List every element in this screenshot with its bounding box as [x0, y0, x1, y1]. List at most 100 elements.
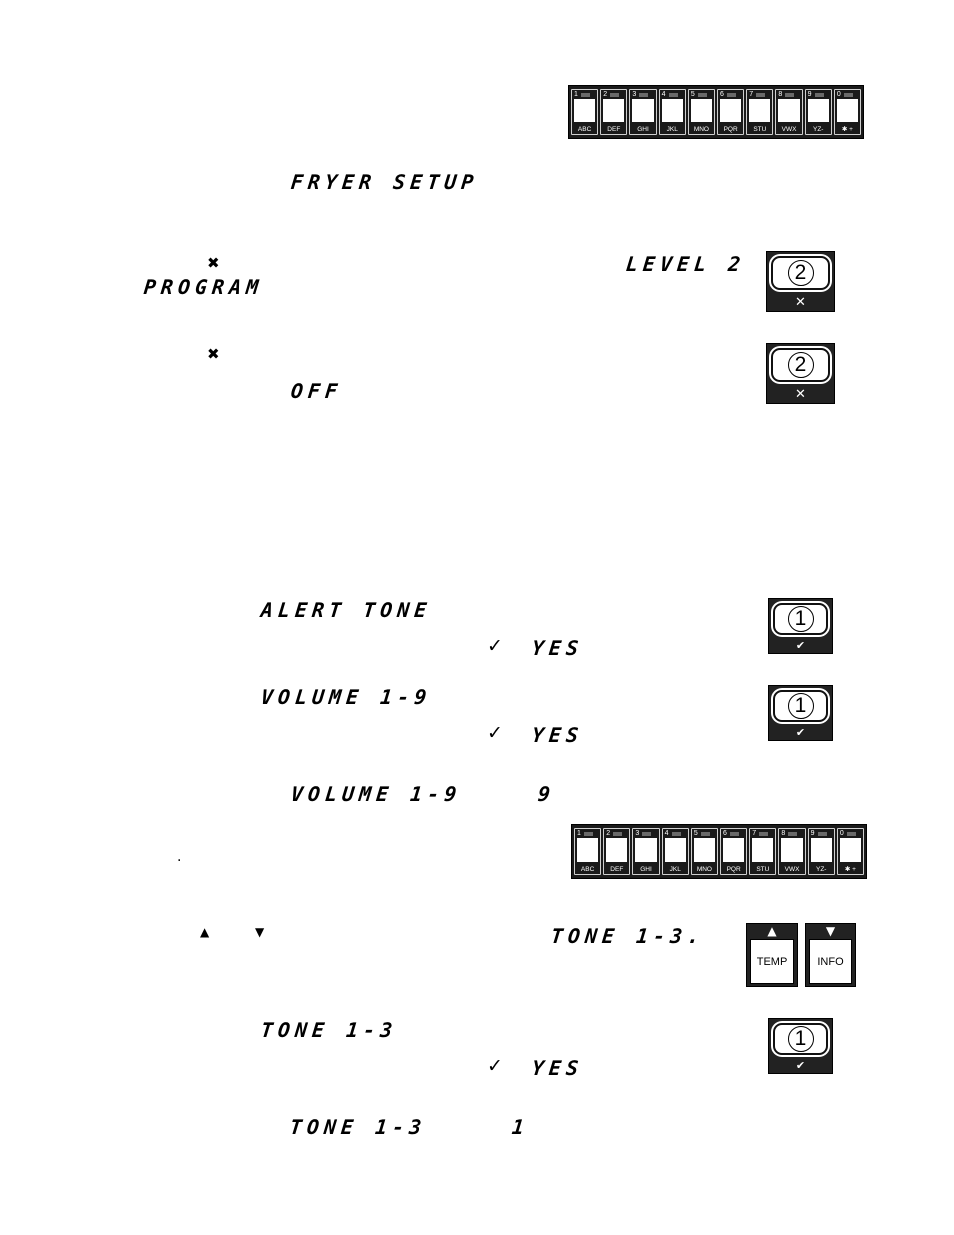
key-number: 3 — [632, 91, 637, 98]
key-letters: JKL — [669, 866, 681, 873]
key-face — [577, 838, 599, 862]
key-letters: DEF — [607, 126, 621, 133]
key-letters: STU — [753, 126, 767, 133]
key-face — [810, 838, 832, 862]
button-1-check[interactable]: 1 ✔ — [768, 598, 833, 654]
key-face — [574, 99, 596, 122]
key-letters: GHI — [640, 866, 652, 873]
key-led-indicator — [817, 832, 827, 836]
temp-label: TEMP — [750, 939, 794, 984]
key-face — [720, 99, 742, 122]
key-led-indicator — [759, 832, 769, 836]
display-yes: YES — [530, 636, 585, 660]
key-led-indicator — [668, 93, 678, 97]
key-face — [778, 99, 800, 122]
x-mark-icon: ✖ — [207, 345, 220, 363]
key-face — [693, 838, 716, 862]
key-number: 0 — [836, 91, 841, 98]
display-yes: YES — [530, 1056, 585, 1080]
key-number: 4 — [661, 91, 666, 98]
display-off: OFF — [289, 379, 344, 403]
key-led-indicator — [785, 93, 795, 97]
display-fryer-setup: FRYER SETUP — [289, 170, 480, 194]
button-2-x[interactable]: 2 ✕ — [766, 251, 835, 312]
button-1-check[interactable]: 1 ✔ — [768, 685, 833, 741]
key-letters: ABC — [580, 866, 595, 873]
key-face — [781, 838, 803, 862]
key-letters: VWX — [784, 866, 800, 873]
button-number: 1 — [787, 693, 814, 719]
key-face — [603, 99, 625, 122]
check-icon: ✔ — [795, 726, 806, 739]
display-tone-value: 1 — [510, 1115, 531, 1139]
key-led-indicator — [814, 93, 824, 97]
key-letters: JKL — [666, 126, 678, 133]
check-icon: ✓ — [487, 635, 503, 657]
key-number: 5 — [693, 830, 698, 837]
key-led-indicator — [697, 93, 707, 97]
key-number: 9 — [810, 830, 815, 837]
key-led-indicator — [846, 832, 856, 836]
button-number: 2 — [787, 352, 814, 378]
info-down-button[interactable]: ▼ INFO — [805, 923, 856, 987]
button-1-check[interactable]: 1 ✔ — [768, 1018, 833, 1074]
button-face: 2 — [771, 256, 830, 290]
button-2-x[interactable]: 2 ✕ — [766, 343, 835, 404]
button-face: 1 — [773, 603, 828, 635]
key-letters: MNO — [696, 866, 712, 873]
keypad-key-0[interactable]: 0✱ + — [836, 828, 865, 875]
key-led-indicator — [700, 832, 710, 836]
key-number: 7 — [749, 91, 754, 98]
display-volume: VOLUME 1-9 — [259, 685, 433, 709]
button-face: 1 — [773, 1023, 828, 1055]
key-number: 9 — [807, 91, 812, 98]
key-letters: VWX — [781, 126, 797, 133]
down-arrow-icon: ▼ — [255, 925, 265, 939]
key-number: 8 — [778, 91, 783, 98]
button-face: 1 — [773, 690, 828, 722]
display-alert-tone: ALERT TONE — [259, 598, 433, 622]
key-face — [749, 99, 771, 122]
key-letters: ✱ + — [841, 126, 853, 133]
keypad-key-0[interactable]: 0 ✱ + — [833, 89, 862, 135]
x-mark-icon: ✖ — [207, 254, 220, 272]
dot-mark: . — [177, 849, 182, 865]
key-letters: PQR — [723, 126, 738, 133]
key-letters: YZ- — [815, 866, 827, 873]
display-level-2: LEVEL 2 — [624, 252, 747, 276]
key-letters: YZ- — [812, 126, 824, 133]
key-letters: DEF — [610, 866, 624, 873]
button-number: 1 — [787, 1026, 814, 1052]
temp-up-button[interactable]: ▲ TEMP — [746, 923, 798, 987]
display-tone-prompt: TONE 1-3. — [549, 924, 706, 948]
key-led-indicator — [581, 93, 590, 97]
key-face — [606, 838, 628, 862]
key-number: 1 — [577, 830, 581, 837]
key-number: 7 — [752, 830, 757, 837]
display-yes: YES — [530, 723, 585, 747]
display-program: PROGRAM — [142, 275, 265, 299]
key-led-indicator — [613, 832, 623, 836]
key-led-indicator — [788, 832, 798, 836]
x-icon: ✕ — [795, 387, 806, 402]
key-face — [723, 838, 745, 862]
